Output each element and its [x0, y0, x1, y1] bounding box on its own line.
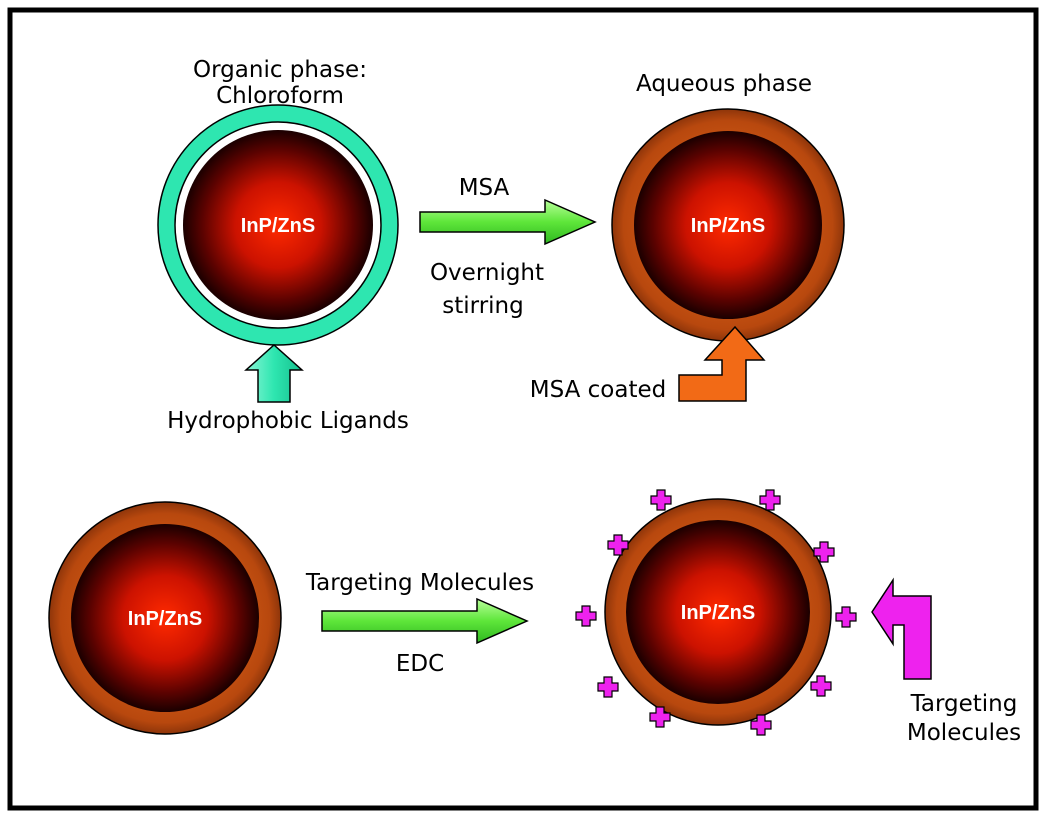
inp-zns-core	[626, 520, 810, 704]
core-label: InP/ZnS	[681, 602, 755, 624]
msa-coated-label: MSA coated	[530, 377, 667, 403]
edc-condition-label: EDC	[396, 651, 444, 677]
magenta-cross-icon	[835, 606, 857, 628]
targeting-label: Targeting	[910, 691, 1018, 717]
targeting-molecules-group	[575, 489, 857, 736]
green-right-arrow-icon	[419, 198, 597, 246]
magenta-cross-icon	[650, 489, 672, 511]
msa-coated-particle-input: InP/ZnS	[48, 501, 282, 735]
targeting-molecules-reagent-label: Targeting Molecules	[305, 570, 534, 596]
orange-bent-arrow-icon	[678, 325, 766, 402]
magenta-cross-icon	[575, 605, 597, 627]
molecules-label: Molecules	[907, 720, 1021, 746]
overnight-condition-label: Overnight	[430, 260, 544, 286]
core-label: InP/ZnS	[241, 215, 315, 237]
magenta-cross-icon	[810, 675, 832, 697]
magenta-cross-icon	[649, 706, 671, 728]
msa-coated-particle: InP/ZnS	[611, 108, 845, 342]
magenta-cross-icon	[597, 676, 619, 698]
stirring-condition-label: stirring	[442, 293, 523, 319]
msa-reagent-label: MSA	[459, 175, 510, 201]
core-label: InP/ZnS	[128, 608, 202, 630]
inp-zns-core	[183, 130, 373, 320]
aqueous-phase-caption: Aqueous phase	[636, 71, 812, 97]
inp-zns-core	[71, 524, 259, 712]
teal-up-arrow-icon	[244, 343, 304, 403]
targeted-particle: InP/ZnS	[575, 489, 857, 736]
hydrophobic-ligands-label: Hydrophobic Ligands	[167, 408, 409, 434]
magenta-cross-icon	[750, 714, 772, 736]
magenta-cross-icon	[759, 489, 781, 511]
magenta-cross-icon	[607, 534, 629, 556]
inp-zns-core	[634, 131, 822, 319]
magenta-cross-icon	[813, 541, 835, 563]
hydrophobic-coated-particle: InP/ZnS	[157, 104, 399, 346]
green-right-arrow-icon	[321, 597, 529, 645]
magenta-bent-arrow-icon	[871, 577, 932, 680]
core-label: InP/ZnS	[691, 215, 765, 237]
outer-border	[7, 7, 1039, 811]
organic-phase-caption: Organic phase:	[193, 57, 367, 83]
